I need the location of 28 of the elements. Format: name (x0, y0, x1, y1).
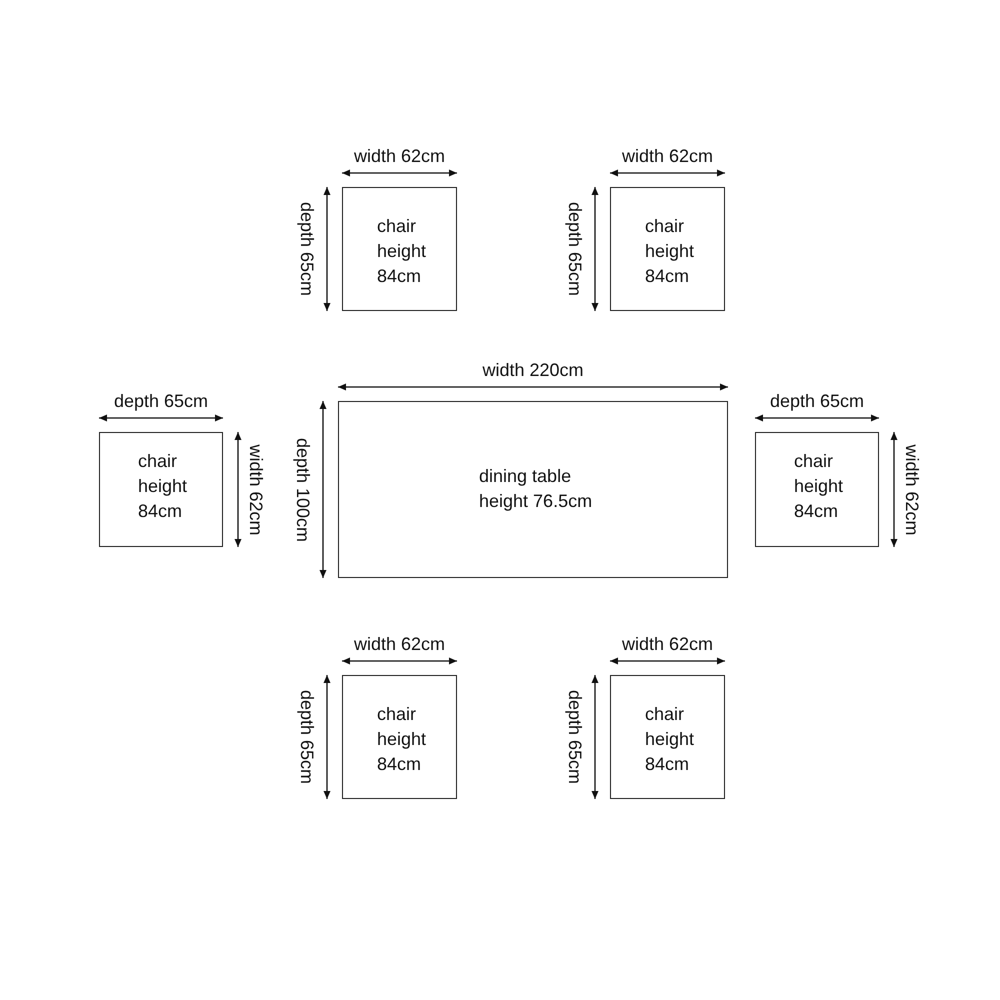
chair-outline (342, 675, 457, 799)
dimension-label: width 220cm (482, 359, 584, 381)
item-label: chair height 84cm (794, 450, 844, 523)
dimension-label: depth 65cm (564, 202, 586, 296)
dimension-label: width 62cm (245, 444, 267, 536)
dimension-label: depth 65cm (770, 390, 864, 412)
dimension-label: depth 65cm (296, 690, 318, 784)
item-label: chair height 84cm (645, 215, 696, 288)
dimension-label: width 62cm (354, 145, 446, 167)
table-outline (338, 401, 728, 578)
chair-outline (610, 187, 725, 311)
dimension-label: width 62cm (901, 444, 923, 536)
item-label: chair height 84cm (377, 703, 428, 776)
dimension-label: depth 65cm (564, 690, 586, 784)
dimension-label: depth 65cm (296, 202, 318, 296)
dimension-label: depth 65cm (114, 390, 208, 412)
chair-outline (342, 187, 457, 311)
chair-outline (99, 432, 223, 547)
dimension-label: width 62cm (622, 633, 714, 655)
item-label: dining table height 76.5cm (479, 465, 594, 513)
chair-outline (755, 432, 879, 547)
dimension-label: width 62cm (354, 633, 446, 655)
dimension-label: depth 100cm (292, 437, 314, 542)
item-label: chair height 84cm (377, 215, 428, 288)
dimension-label: width 62cm (622, 145, 714, 167)
chair-outline (610, 675, 725, 799)
item-label: chair height 84cm (138, 450, 188, 523)
item-label: chair height 84cm (645, 703, 696, 776)
